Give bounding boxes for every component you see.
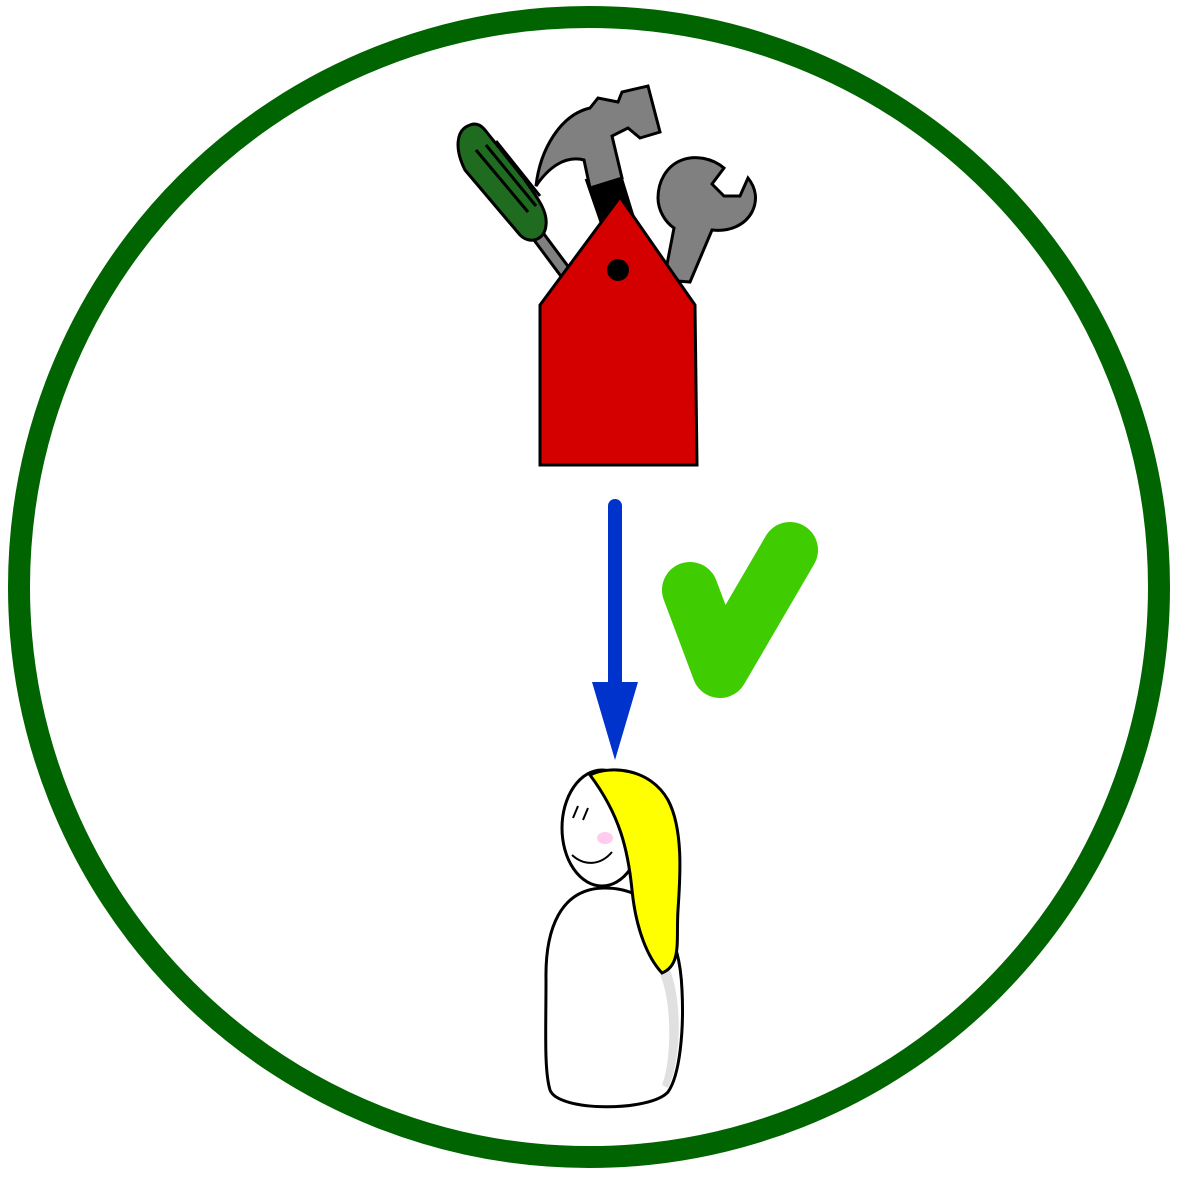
person-icon — [546, 770, 683, 1107]
toolbox-hole — [607, 259, 629, 281]
